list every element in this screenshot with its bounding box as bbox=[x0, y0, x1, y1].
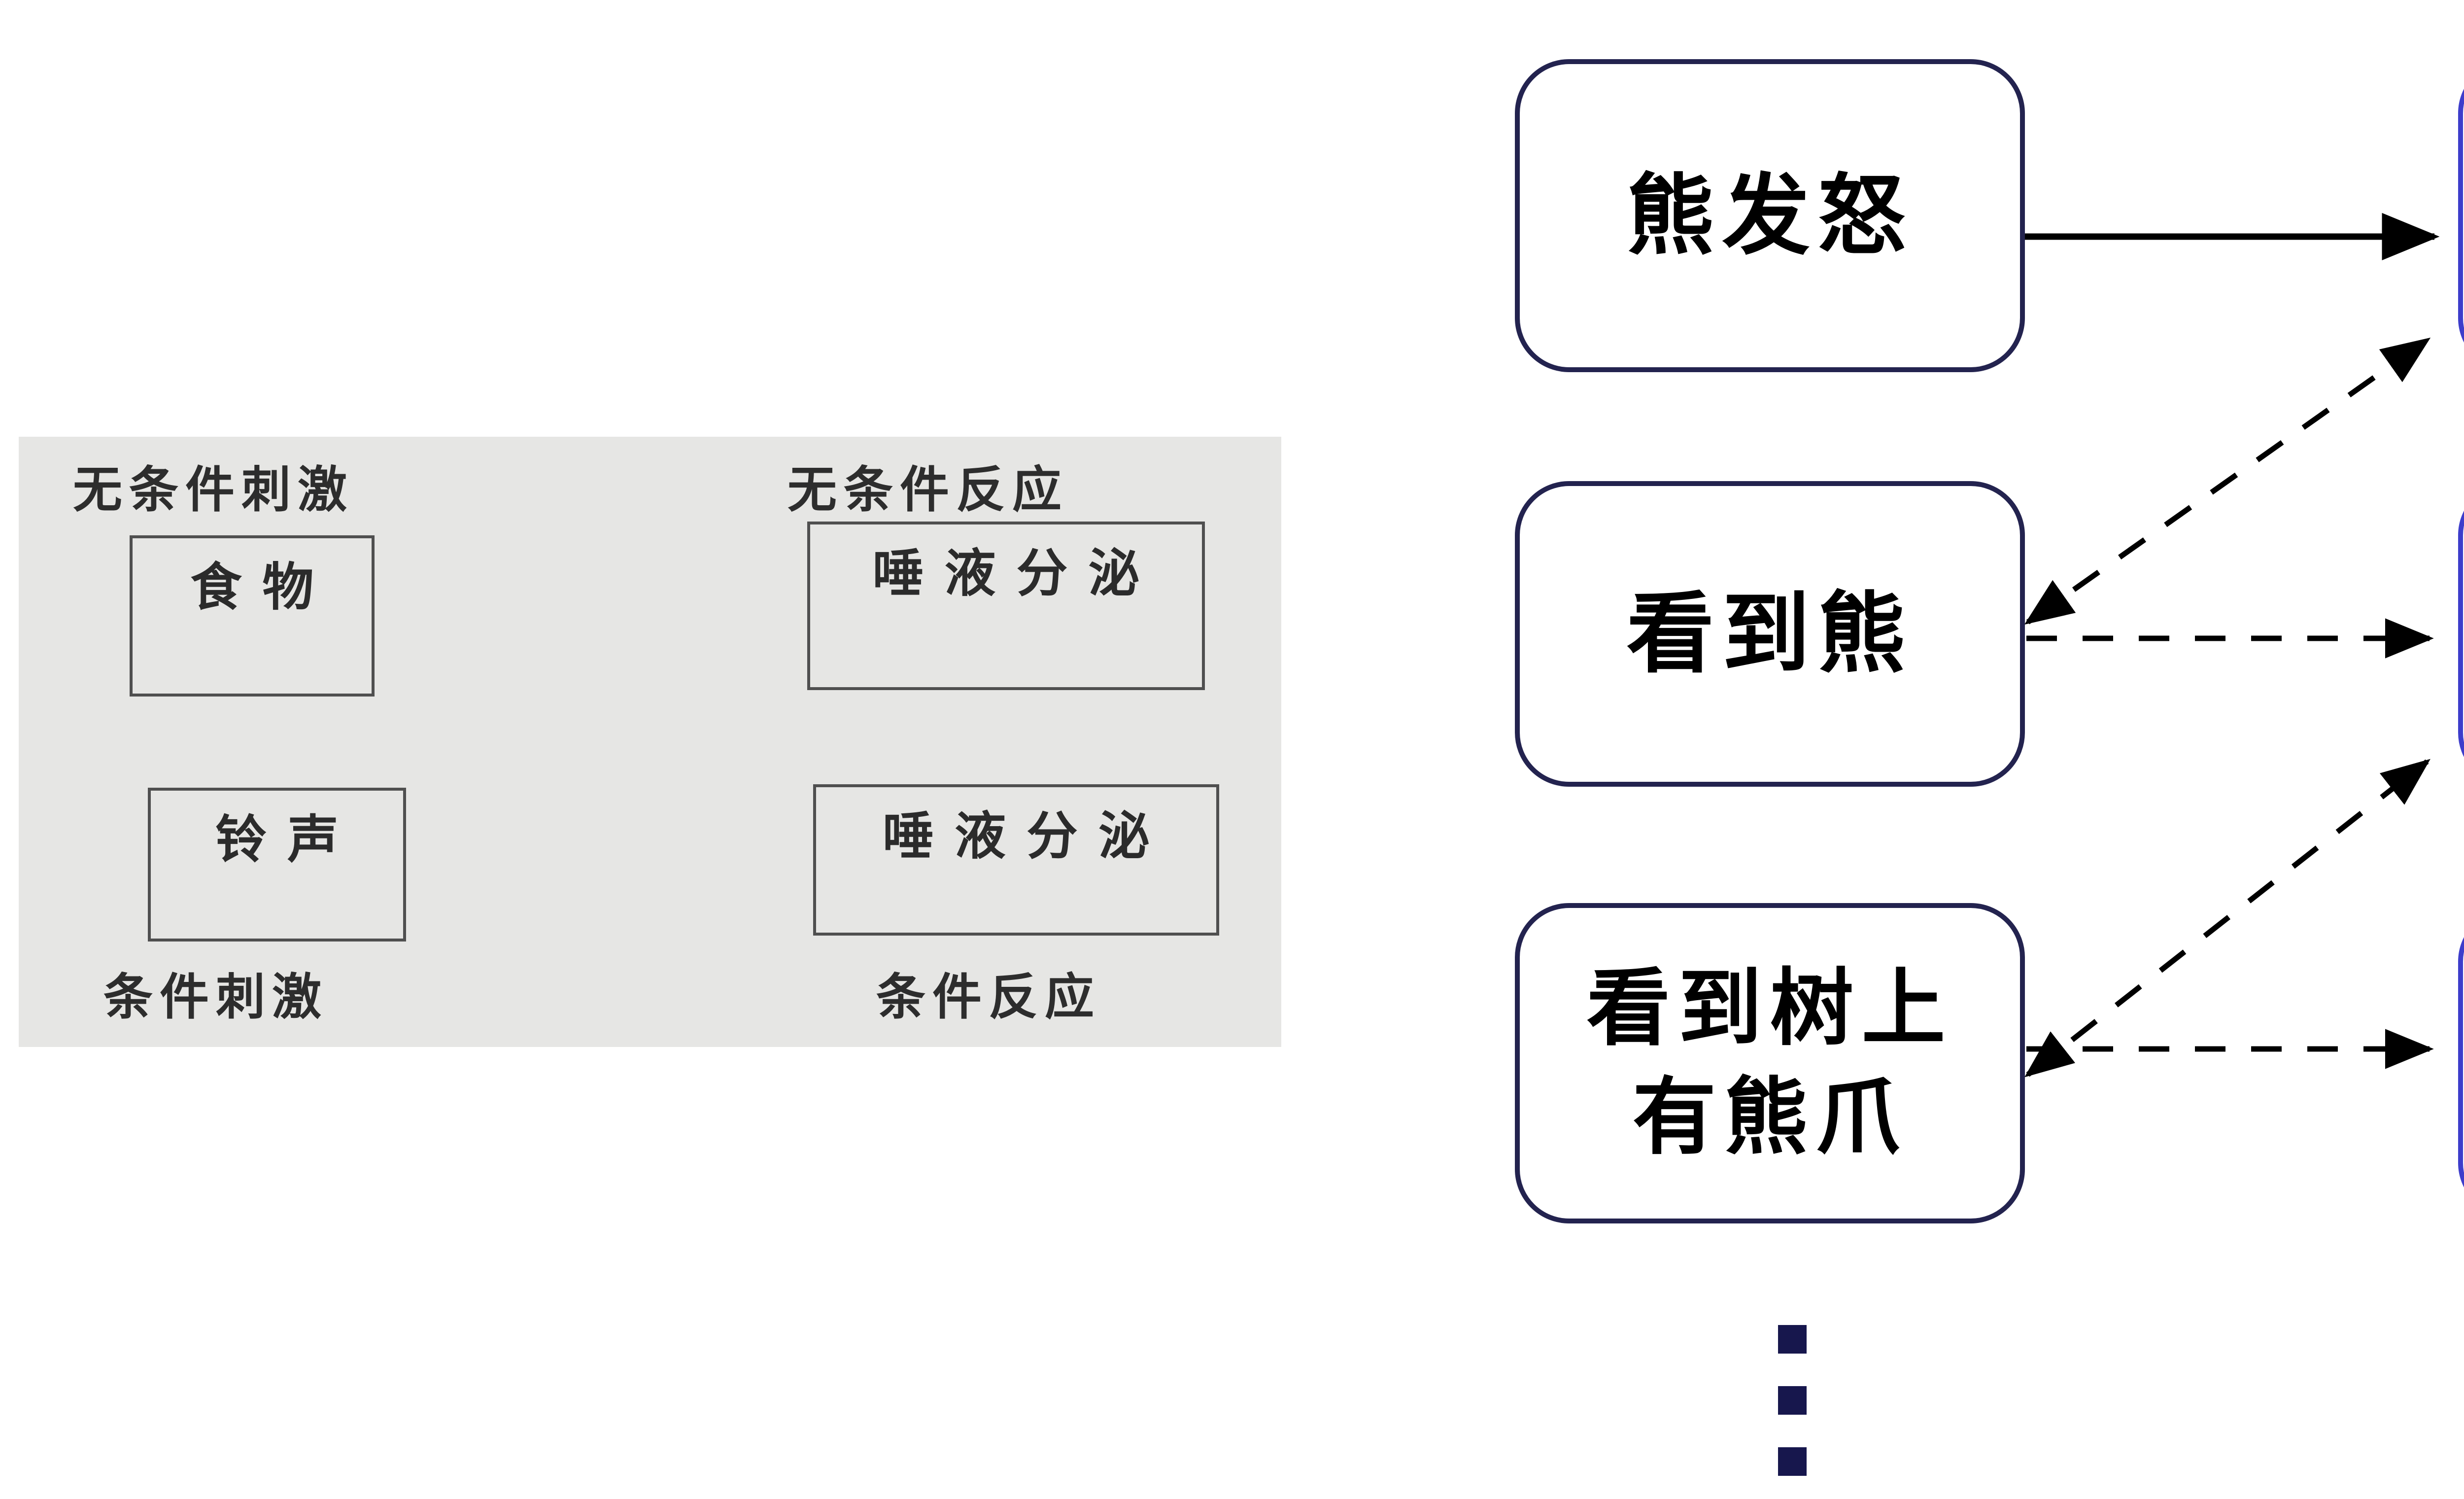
node-see-bear-label: 看到熊 bbox=[1626, 585, 1914, 683]
arrow-value-next-see-claw-dashed bbox=[2024, 759, 2430, 1078]
node-bear-angry: 熊发怒 bbox=[1515, 59, 2025, 372]
ellipsis-left-dot-3 bbox=[1778, 1447, 1807, 1476]
label-conditioned-response: 条件反应 bbox=[876, 970, 1101, 1025]
node-see-bear: 看到熊 bbox=[1515, 481, 2025, 787]
node-salivation-bottom: 唾液分泌 bbox=[813, 784, 1219, 936]
ellipsis-left-dot-1 bbox=[1778, 1325, 1807, 1354]
node-bell-label: 铃声 bbox=[215, 811, 359, 869]
node-see-bear-claw-label: 看到树上 有熊爪 bbox=[1586, 962, 1953, 1164]
node-salivation-top: 唾液分泌 bbox=[807, 522, 1205, 690]
label-conditioned-stimulus: 条件刺激 bbox=[103, 970, 328, 1025]
node-value-current: V(s) bbox=[2458, 907, 2464, 1217]
label-unconditioned-response: 无条件反应 bbox=[787, 462, 1068, 518]
node-see-bear-claw: 看到树上 有熊爪 bbox=[1515, 903, 2025, 1223]
label-unconditioned-stimulus: 无条件刺激 bbox=[73, 462, 354, 518]
node-reward: 奖励 bbox=[2458, 59, 2464, 372]
node-food-label: 食物 bbox=[190, 559, 335, 616]
node-food: 食物 bbox=[130, 535, 375, 697]
ellipsis-left-dot-2 bbox=[1778, 1386, 1807, 1415]
node-value-next: V(s′) bbox=[2458, 481, 2464, 787]
node-salivation-bottom-label: 唾液分泌 bbox=[882, 808, 1170, 865]
node-bell: 铃声 bbox=[148, 788, 406, 941]
node-bear-angry-label: 熊发怒 bbox=[1626, 166, 1914, 265]
conditioning-panel: 无条件刺激 无条件反应 食物 唾液分泌 铃声 唾液分泌 条件刺激 条件反应 bbox=[19, 437, 1281, 1047]
arrow-reward-see-bear-dashed bbox=[2024, 337, 2431, 625]
node-salivation-top-label: 唾液分泌 bbox=[872, 545, 1161, 602]
